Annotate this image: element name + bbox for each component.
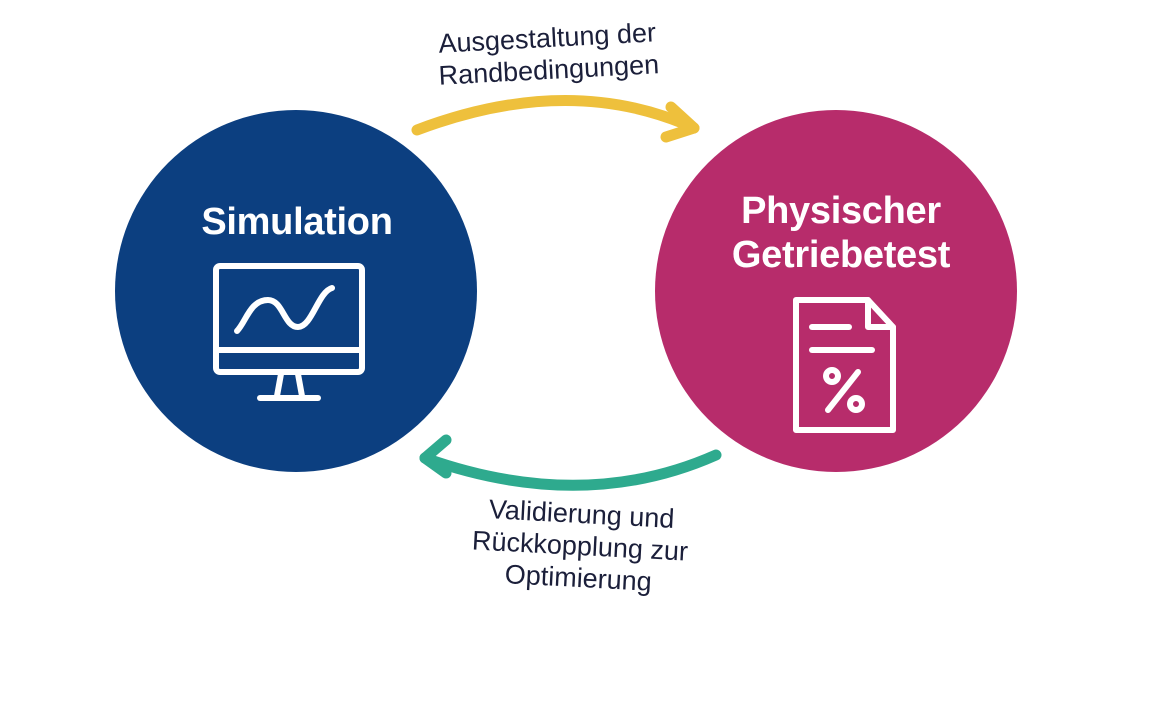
physical-test-node bbox=[655, 110, 1017, 472]
physical-test-label-line-1: Physischer bbox=[741, 190, 941, 232]
simulation-label: Simulation bbox=[147, 200, 447, 244]
physical-test-label: Physischer Getriebetest bbox=[686, 189, 996, 277]
top-arrow bbox=[411, 95, 700, 143]
bottom-arrow bbox=[419, 434, 722, 491]
computer-monitor-chart-icon bbox=[213, 263, 365, 401]
document-percent-icon bbox=[793, 297, 896, 433]
bottom-edge-label: Validierung und Rückkopplung zur Optimie… bbox=[428, 490, 733, 602]
simulation-label-text: Simulation bbox=[201, 201, 393, 243]
simulation-node bbox=[115, 110, 477, 472]
physical-test-label-line-2: Getriebetest bbox=[731, 234, 951, 276]
